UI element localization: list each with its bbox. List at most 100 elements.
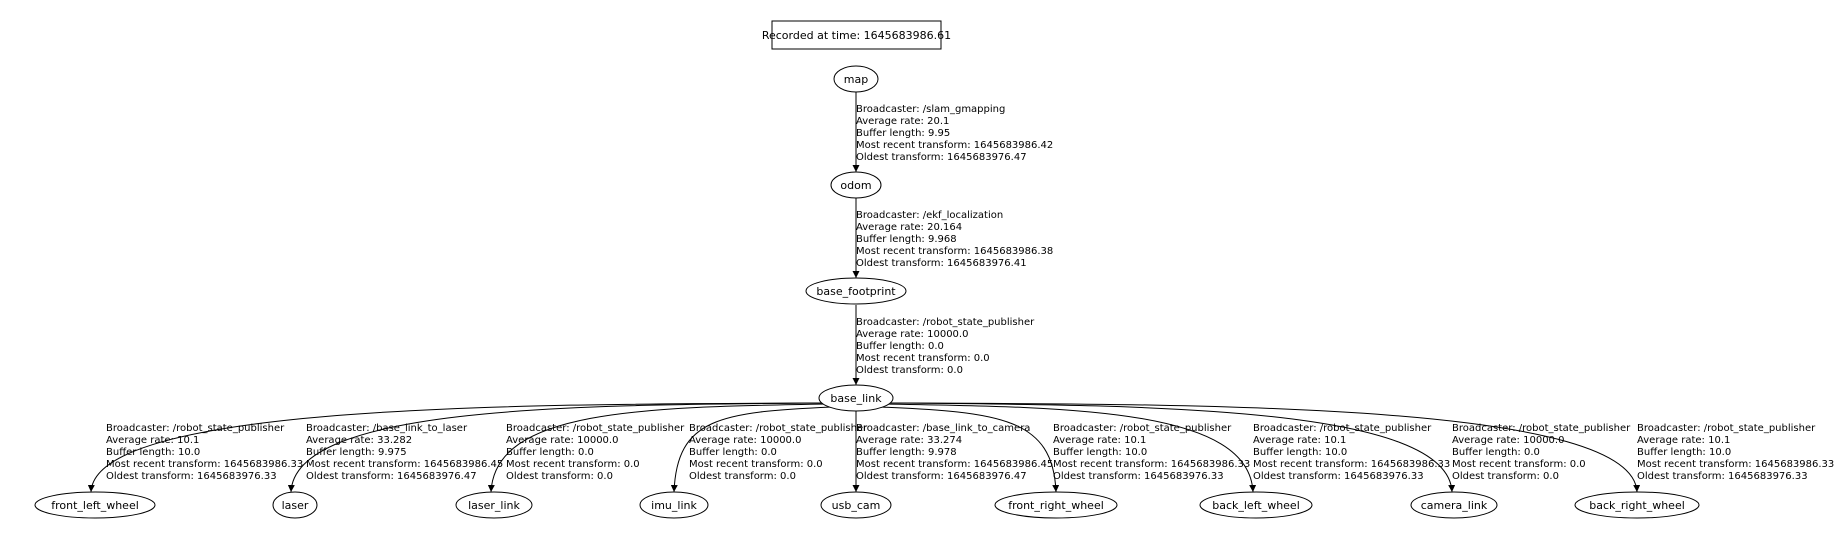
node-usb-cam-label: usb_cam xyxy=(832,499,881,512)
node-base-link-ellipse xyxy=(818,384,894,412)
edge-label-line: Most recent transform: 0.0 xyxy=(1452,459,1586,470)
node-laser-link[interactable]: laser_link xyxy=(455,491,533,519)
edge-label-line: Oldest transform: 1645683976.33 xyxy=(1053,471,1224,482)
edge-label-line: Average rate: 10.1 xyxy=(1053,435,1146,446)
node-map[interactable]: map xyxy=(833,65,879,93)
node-back-left-wheel-label: back_left_wheel xyxy=(1212,499,1300,512)
edge-label-line: Most recent transform: 1645683986.33 xyxy=(1053,459,1250,470)
edge-label-line: Oldest transform: 1645683976.47 xyxy=(856,152,1027,163)
edge-label-line: Buffer length: 10.0 xyxy=(1637,447,1731,458)
node-laser-label: laser xyxy=(282,499,309,512)
edge-label-line: Buffer length: 9.95 xyxy=(856,128,950,139)
edge-label-line: Buffer length: 10.0 xyxy=(1253,447,1347,458)
node-front-left-wheel-ellipse xyxy=(34,491,156,519)
node-imu-link[interactable]: imu_link xyxy=(639,491,709,519)
edge-label-line: Broadcaster: /robot_state_publisher xyxy=(1637,423,1816,434)
node-base-footprint-label: base_footprint xyxy=(816,285,896,298)
node-camera-link-label: camera_link xyxy=(1421,499,1488,512)
edge-label-line: Oldest transform: 0.0 xyxy=(506,471,613,482)
edge-label-line: Most recent transform: 1645683986.33 xyxy=(106,459,303,470)
edge-base-link-back-right-wheel xyxy=(886,402,1641,493)
edge-label-line: Oldest transform: 1645683976.33 xyxy=(1637,471,1808,482)
node-odom[interactable]: odom xyxy=(830,171,882,199)
edge-label-line: Oldest transform: 1645683976.41 xyxy=(856,258,1027,269)
edge-label-line: Broadcaster: /robot_state_publisher xyxy=(689,423,868,434)
edge-label-line: Broadcaster: /robot_state_publisher xyxy=(856,317,1035,328)
edge-base-link-laser xyxy=(287,402,827,493)
node-base-footprint[interactable]: base_footprint xyxy=(805,277,907,305)
node-camera-link[interactable]: camera_link xyxy=(1410,491,1498,519)
edge-base-link-imu-link xyxy=(670,406,833,493)
node-base-link[interactable]: base_link xyxy=(818,384,894,412)
node-usb-cam-ellipse xyxy=(820,491,892,519)
node-camera-link-ellipse xyxy=(1410,491,1498,519)
edge-label-line: Broadcaster: /robot_state_publisher xyxy=(1253,423,1432,434)
edge-base-link-front-left-wheel xyxy=(87,402,826,493)
edge-label-line: Average rate: 33.282 xyxy=(306,435,412,446)
node-imu-link-ellipse xyxy=(639,491,709,519)
node-usb-cam[interactable]: usb_cam xyxy=(820,491,892,519)
node-front-left-wheel[interactable]: front_left_wheel xyxy=(34,491,156,519)
edge-label-line: Most recent transform: 1645683986.45 xyxy=(306,459,503,470)
edge-label-line: Oldest transform: 0.0 xyxy=(856,365,963,376)
nodes-layer: map odom base_footprint base_link front_… xyxy=(34,65,1700,519)
edge-label-line: Broadcaster: /ekf_localization xyxy=(856,210,1003,221)
node-laser-link-ellipse xyxy=(455,491,533,519)
edge-label-line: Oldest transform: 1645683976.47 xyxy=(306,471,477,482)
edge-label-line: Buffer length: 0.0 xyxy=(856,341,944,352)
edge-label-line: Most recent transform: 0.0 xyxy=(506,459,640,470)
edge-label-line: Average rate: 10000.0 xyxy=(506,435,618,446)
edge-label-line: Buffer length: 10.0 xyxy=(106,447,200,458)
edge-label-line: Broadcaster: /robot_state_publisher xyxy=(506,423,685,434)
edge-label-line: Average rate: 33.274 xyxy=(856,435,962,446)
edge-label-line: Average rate: 10.1 xyxy=(1637,435,1730,446)
edge-label-line: Broadcaster: /robot_state_publisher xyxy=(1452,423,1631,434)
edge-label-line: Broadcaster: /robot_state_publisher xyxy=(106,423,285,434)
recorded-time-frame xyxy=(771,20,942,50)
node-odom-label: odom xyxy=(840,179,871,192)
edge-label-line: Oldest transform: 0.0 xyxy=(1452,471,1559,482)
node-back-right-wheel[interactable]: back_right_wheel xyxy=(1574,491,1700,519)
node-base-link-label: base_link xyxy=(830,392,882,405)
edge-base-link-front-right-wheel xyxy=(879,406,1060,493)
edge-label-line: Buffer length: 0.0 xyxy=(689,447,777,458)
edge-label-line: Most recent transform: 1645683986.42 xyxy=(856,140,1053,151)
node-laser-link-label: laser_link xyxy=(468,499,520,512)
edge-label-line: Oldest transform: 1645683976.33 xyxy=(106,471,277,482)
recorded-time-box: Recorded at time: 1645683986.61 xyxy=(762,20,951,50)
node-laser[interactable]: laser xyxy=(272,491,318,519)
edge-label-line: Broadcaster: /robot_state_publisher xyxy=(1053,423,1232,434)
node-odom-ellipse xyxy=(830,171,882,199)
edge-label-line: Oldest transform: 0.0 xyxy=(689,471,796,482)
edge-label-line: Average rate: 10000.0 xyxy=(856,329,968,340)
node-map-label: map xyxy=(844,73,868,86)
edge-label-line: Oldest transform: 1645683976.33 xyxy=(1253,471,1424,482)
edge-label-line: Most recent transform: 0.0 xyxy=(689,459,823,470)
node-base-footprint-ellipse xyxy=(805,277,907,305)
edge-label-line: Average rate: 20.164 xyxy=(856,222,962,233)
edge-label-line: Broadcaster: /slam_gmapping xyxy=(856,104,1005,115)
edge-label-line: Average rate: 10000.0 xyxy=(1452,435,1564,446)
node-front-right-wheel[interactable]: front_right_wheel xyxy=(994,491,1118,519)
edge-label-line: Average rate: 10.1 xyxy=(1253,435,1346,446)
edges-layer xyxy=(87,92,1641,493)
recorded-time-label: Recorded at time: 1645683986.61 xyxy=(762,29,951,42)
node-back-right-wheel-label: back_right_wheel xyxy=(1589,499,1685,512)
edge-base-link-laser-link xyxy=(487,403,829,493)
node-back-right-wheel-ellipse xyxy=(1574,491,1700,519)
node-back-left-wheel[interactable]: back_left_wheel xyxy=(1199,491,1313,519)
edge-label-line: Most recent transform: 1645683986.33 xyxy=(1637,459,1834,470)
